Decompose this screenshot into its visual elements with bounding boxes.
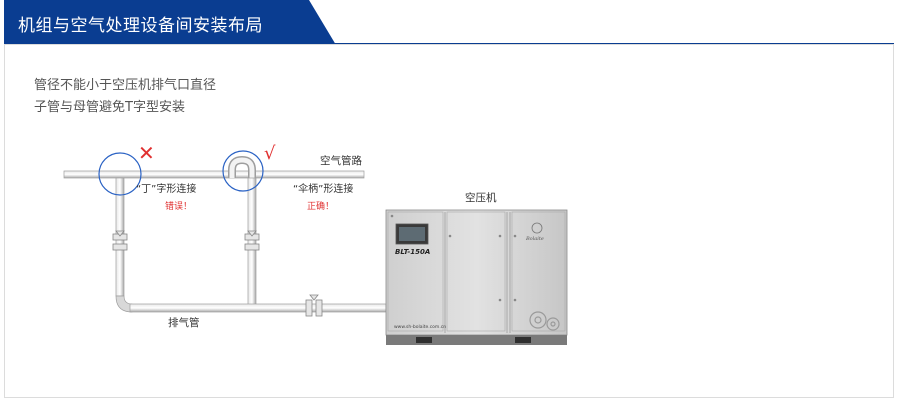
exhaust-label: 排气管 bbox=[168, 316, 200, 329]
brand-label: Bolaite bbox=[525, 236, 544, 242]
note-avoid-t-joint: 子管与母管避免T字型安装 bbox=[34, 100, 185, 115]
valve-icon bbox=[244, 230, 260, 251]
website-label: www.sh-bolaite.com.cn bbox=[394, 324, 446, 330]
exhaust-pipe bbox=[129, 303, 387, 313]
gear-icon bbox=[529, 311, 560, 331]
main-pipe-label: 空气管路 bbox=[320, 154, 362, 167]
compressor-label: 空压机 bbox=[465, 191, 497, 204]
right-mark-icon: √ bbox=[264, 143, 276, 164]
header-title-tab: 机组与空气处理设备间安装布局 bbox=[4, 0, 336, 45]
right-verdict: 正确！ bbox=[307, 200, 334, 212]
wrong-joint-circle bbox=[98, 152, 142, 196]
right-joint-circle bbox=[222, 150, 264, 192]
valve-icon bbox=[112, 230, 128, 251]
wrong-joint-label: “丁”字形连接 bbox=[136, 182, 196, 195]
wrong-verdict: 错误！ bbox=[165, 200, 192, 212]
wrong-mark-icon: ✕ bbox=[138, 141, 155, 165]
note-pipe-diameter: 管径不能小于空压机排气口直径 bbox=[34, 78, 217, 93]
compressor-base bbox=[386, 335, 567, 345]
page-title: 机组与空气处理设备间安装布局 bbox=[18, 16, 263, 36]
brand-logo-icon bbox=[531, 222, 543, 234]
right-joint-label: “伞柄”形连接 bbox=[293, 182, 353, 195]
valve-icon bbox=[305, 294, 323, 317]
air-compressor: BLT-150A www.sh-bolaite.com.cn Bolaite bbox=[385, 209, 568, 345]
model-label: BLT-150A bbox=[395, 248, 430, 256]
main-air-pipe bbox=[63, 170, 365, 179]
